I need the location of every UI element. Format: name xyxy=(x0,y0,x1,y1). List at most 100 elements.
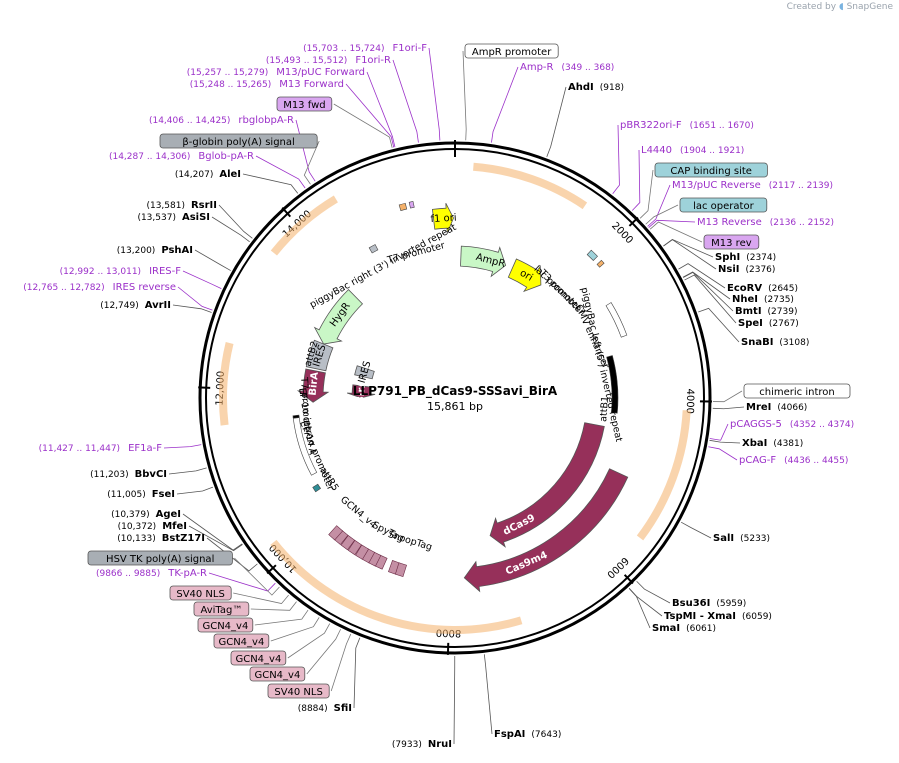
primer-range: (14,406 .. 14,425) xyxy=(149,116,230,126)
annotation-box-m13-fwd[interactable] xyxy=(276,96,333,112)
enzyme-site-spei[interactable]: SpeI(2767) xyxy=(738,318,799,329)
annotation-box-m13-rev[interactable] xyxy=(703,234,760,250)
enzyme-site-ahdi[interactable]: AhdI(918) xyxy=(568,82,624,93)
primer-range: (12,992 .. 13,011) xyxy=(60,267,141,277)
annotation-box-gcn4-v4[interactable] xyxy=(197,617,254,633)
primer-pcag-f[interactable]: pCAG-F(4436 .. 4455) xyxy=(739,455,848,466)
enzyme-site-alei[interactable]: (14,207)AleI xyxy=(175,169,241,180)
enzyme-site-fspai[interactable]: FspAI(7643) xyxy=(494,729,561,740)
feature-ori[interactable] xyxy=(507,258,542,293)
enzyme-site-snabi[interactable]: SnaBI(3108) xyxy=(741,337,809,348)
primer-amp-r[interactable]: Amp-R (349 .. 368) xyxy=(520,62,614,73)
label-leader-line xyxy=(708,446,738,461)
primer-name: Amp-R xyxy=(520,62,554,73)
enzyme-site-pshai[interactable]: (13,200)PshAI xyxy=(117,245,193,256)
enzyme-site-asisi[interactable]: (13,537)AsiSI xyxy=(137,212,210,223)
primer-range: (14,287 .. 14,306) xyxy=(109,152,190,162)
enzyme-position: (6061) xyxy=(686,624,716,634)
enzyme-name: TspMI - XmaI xyxy=(664,611,736,622)
label-leader-line xyxy=(233,592,289,605)
feature-ires[interactable] xyxy=(305,339,334,372)
enzyme-site-nsii[interactable]: NsiI(2376) xyxy=(718,264,775,275)
enzyme-name: MreI xyxy=(746,402,771,413)
annotation-box-lac-operator[interactable] xyxy=(679,197,768,213)
scale-tick xyxy=(266,564,277,575)
enzyme-site-agei[interactable]: (10,379)AgeI xyxy=(111,509,181,520)
feature-cas9m4[interactable] xyxy=(463,468,629,593)
primer-name: IRES reverse xyxy=(113,282,176,293)
primer-l4440[interactable]: L4440(1904 .. 1921) xyxy=(641,145,744,156)
primer-ef1a-f[interactable]: (11,427 .. 11,447)EF1a-F xyxy=(39,443,163,454)
enzyme-position: (3108) xyxy=(779,338,809,348)
annotation-label-lac-operator: lac operator xyxy=(693,201,754,212)
primer-range: (349 .. 368) xyxy=(562,63,615,73)
primer-bglob-pa-r[interactable]: (14,287 .. 14,306)Bglob-pA-R xyxy=(109,151,254,162)
label-leader-line xyxy=(177,286,213,311)
enzyme-site-bmti[interactable]: BmtI(2739) xyxy=(735,306,797,317)
enzyme-site-bstz17i[interactable]: (10,133)BstZ17I xyxy=(117,533,205,544)
enzyme-site-xbai[interactable]: XbaI(4381) xyxy=(742,438,803,449)
annotation-box-sv40-nls[interactable] xyxy=(267,683,330,699)
feature-bira[interactable] xyxy=(346,384,376,399)
annotation-box-hsv-tk-poly-a-signal[interactable] xyxy=(87,550,233,566)
annotation-box-avitag[interactable] xyxy=(193,601,250,617)
enzyme-site-smai[interactable]: SmaI(6061) xyxy=(652,623,716,634)
annotation-box-sv40-nls[interactable] xyxy=(169,585,232,601)
annotation-box-cap-binding-site[interactable] xyxy=(654,162,768,178)
primer-m13-forward[interactable]: (15,248 .. 15,265)M13 Forward xyxy=(190,79,344,90)
primer-m13-puc-reverse[interactable]: M13/pUC Reverse(2117 .. 2139) xyxy=(672,180,833,191)
enzyme-site-sfii[interactable]: (8884)SfiI xyxy=(298,703,352,714)
annotation-box-gcn4-v4[interactable] xyxy=(249,666,306,682)
enzyme-site-sali[interactable]: SalI(5233) xyxy=(713,533,770,544)
primer-range: (2136 .. 2152) xyxy=(770,218,834,228)
feature-hygr[interactable] xyxy=(313,289,364,345)
enzyme-site-rsrii[interactable]: (13,581)RsrII xyxy=(146,200,217,211)
enzyme-site-bsu36i[interactable]: Bsu36I(5959) xyxy=(672,598,746,609)
primer-ires-f[interactable]: (12,992 .. 13,011)IRES-F xyxy=(60,266,182,277)
annotation-box-chimeric-intron[interactable] xyxy=(743,383,851,399)
primer-pbr322ori-f[interactable]: pBR322ori-F(1651 .. 1670) xyxy=(620,120,754,131)
annotation-box-ampr-promoter[interactable] xyxy=(464,43,559,59)
feature-label-bira: BirA xyxy=(308,371,321,396)
epitope-tag-mark xyxy=(394,562,407,578)
annotation-box-globin-poly-a-signal[interactable] xyxy=(159,133,318,149)
annotation-label-gcn4-v4: GCN4_v4 xyxy=(202,621,248,632)
primer-f1ori-f[interactable]: (15,703 .. 15,724)F1ori-F xyxy=(303,43,427,54)
primer-ires-reverse[interactable]: (12,765 .. 12,782)IRES reverse xyxy=(23,282,176,293)
enzyme-site-ecorv[interactable]: EcoRV(2645) xyxy=(727,283,798,294)
enzyme-position: (2376) xyxy=(745,265,775,275)
label-leader-line xyxy=(345,83,395,148)
label-leader-line xyxy=(163,444,202,449)
feature-f1-ori[interactable] xyxy=(431,203,454,234)
feature-ampr[interactable] xyxy=(460,245,507,278)
label-leader-line xyxy=(206,537,258,572)
enzyme-site-mfei[interactable]: (10,372)MfeI xyxy=(118,521,187,532)
enzyme-site-nrui[interactable]: (7933)NruI xyxy=(392,739,452,750)
feature-ires[interactable] xyxy=(354,365,375,380)
enzyme-site-mrei[interactable]: MreI(4066) xyxy=(746,402,807,413)
enzyme-site-nhei[interactable]: NheI(2735) xyxy=(732,294,794,305)
enzyme-name: AvrII xyxy=(145,300,171,311)
enzyme-site-fsei[interactable]: (11,005)FseI xyxy=(107,489,175,500)
primer-m13-reverse[interactable]: M13 Reverse(2136 .. 2152) xyxy=(697,217,834,228)
enzyme-site-sphi[interactable]: SphI(2374) xyxy=(715,252,776,263)
enzyme-site-tspmi-xmai[interactable]: TspMI - XmaI(6059) xyxy=(664,611,772,622)
primer-m13-puc-forward[interactable]: (15,257 .. 15,279)M13/pUC Forward xyxy=(187,67,365,78)
primer-range: (2117 .. 2139) xyxy=(769,181,833,191)
primer-tk-pa-r[interactable]: (9866 .. 9885)TK-pA-R xyxy=(96,568,207,579)
enzyme-site-bbvci[interactable]: (11,203)BbvCI xyxy=(90,469,167,480)
primer-rbglobpa-r[interactable]: (14,406 .. 14,425)rbglobpA-R xyxy=(149,115,294,126)
feature-bira[interactable] xyxy=(296,368,330,403)
annotation-box-gcn4-v4[interactable] xyxy=(230,650,287,666)
annotation-label-m13-rev: M13 rev xyxy=(711,238,752,249)
primer-range: (15,257 .. 15,279) xyxy=(187,68,268,78)
label-leader-line xyxy=(303,140,320,185)
primer-f1ori-r[interactable]: (15,493 .. 15,512)F1ori-R xyxy=(266,55,391,66)
feature-dcas9[interactable] xyxy=(489,422,605,548)
annotation-label-gcn4-v4: GCN4_v4 xyxy=(218,637,264,648)
primer-pcaggs-5[interactable]: pCAGGS-5(4352 .. 4374) xyxy=(730,419,854,430)
enzyme-position: (7643) xyxy=(531,730,561,740)
enzyme-site-avrii[interactable]: (12,749)AvrII xyxy=(100,300,171,311)
label-leader-line xyxy=(176,486,214,495)
annotation-box-gcn4-v4[interactable] xyxy=(213,633,270,649)
